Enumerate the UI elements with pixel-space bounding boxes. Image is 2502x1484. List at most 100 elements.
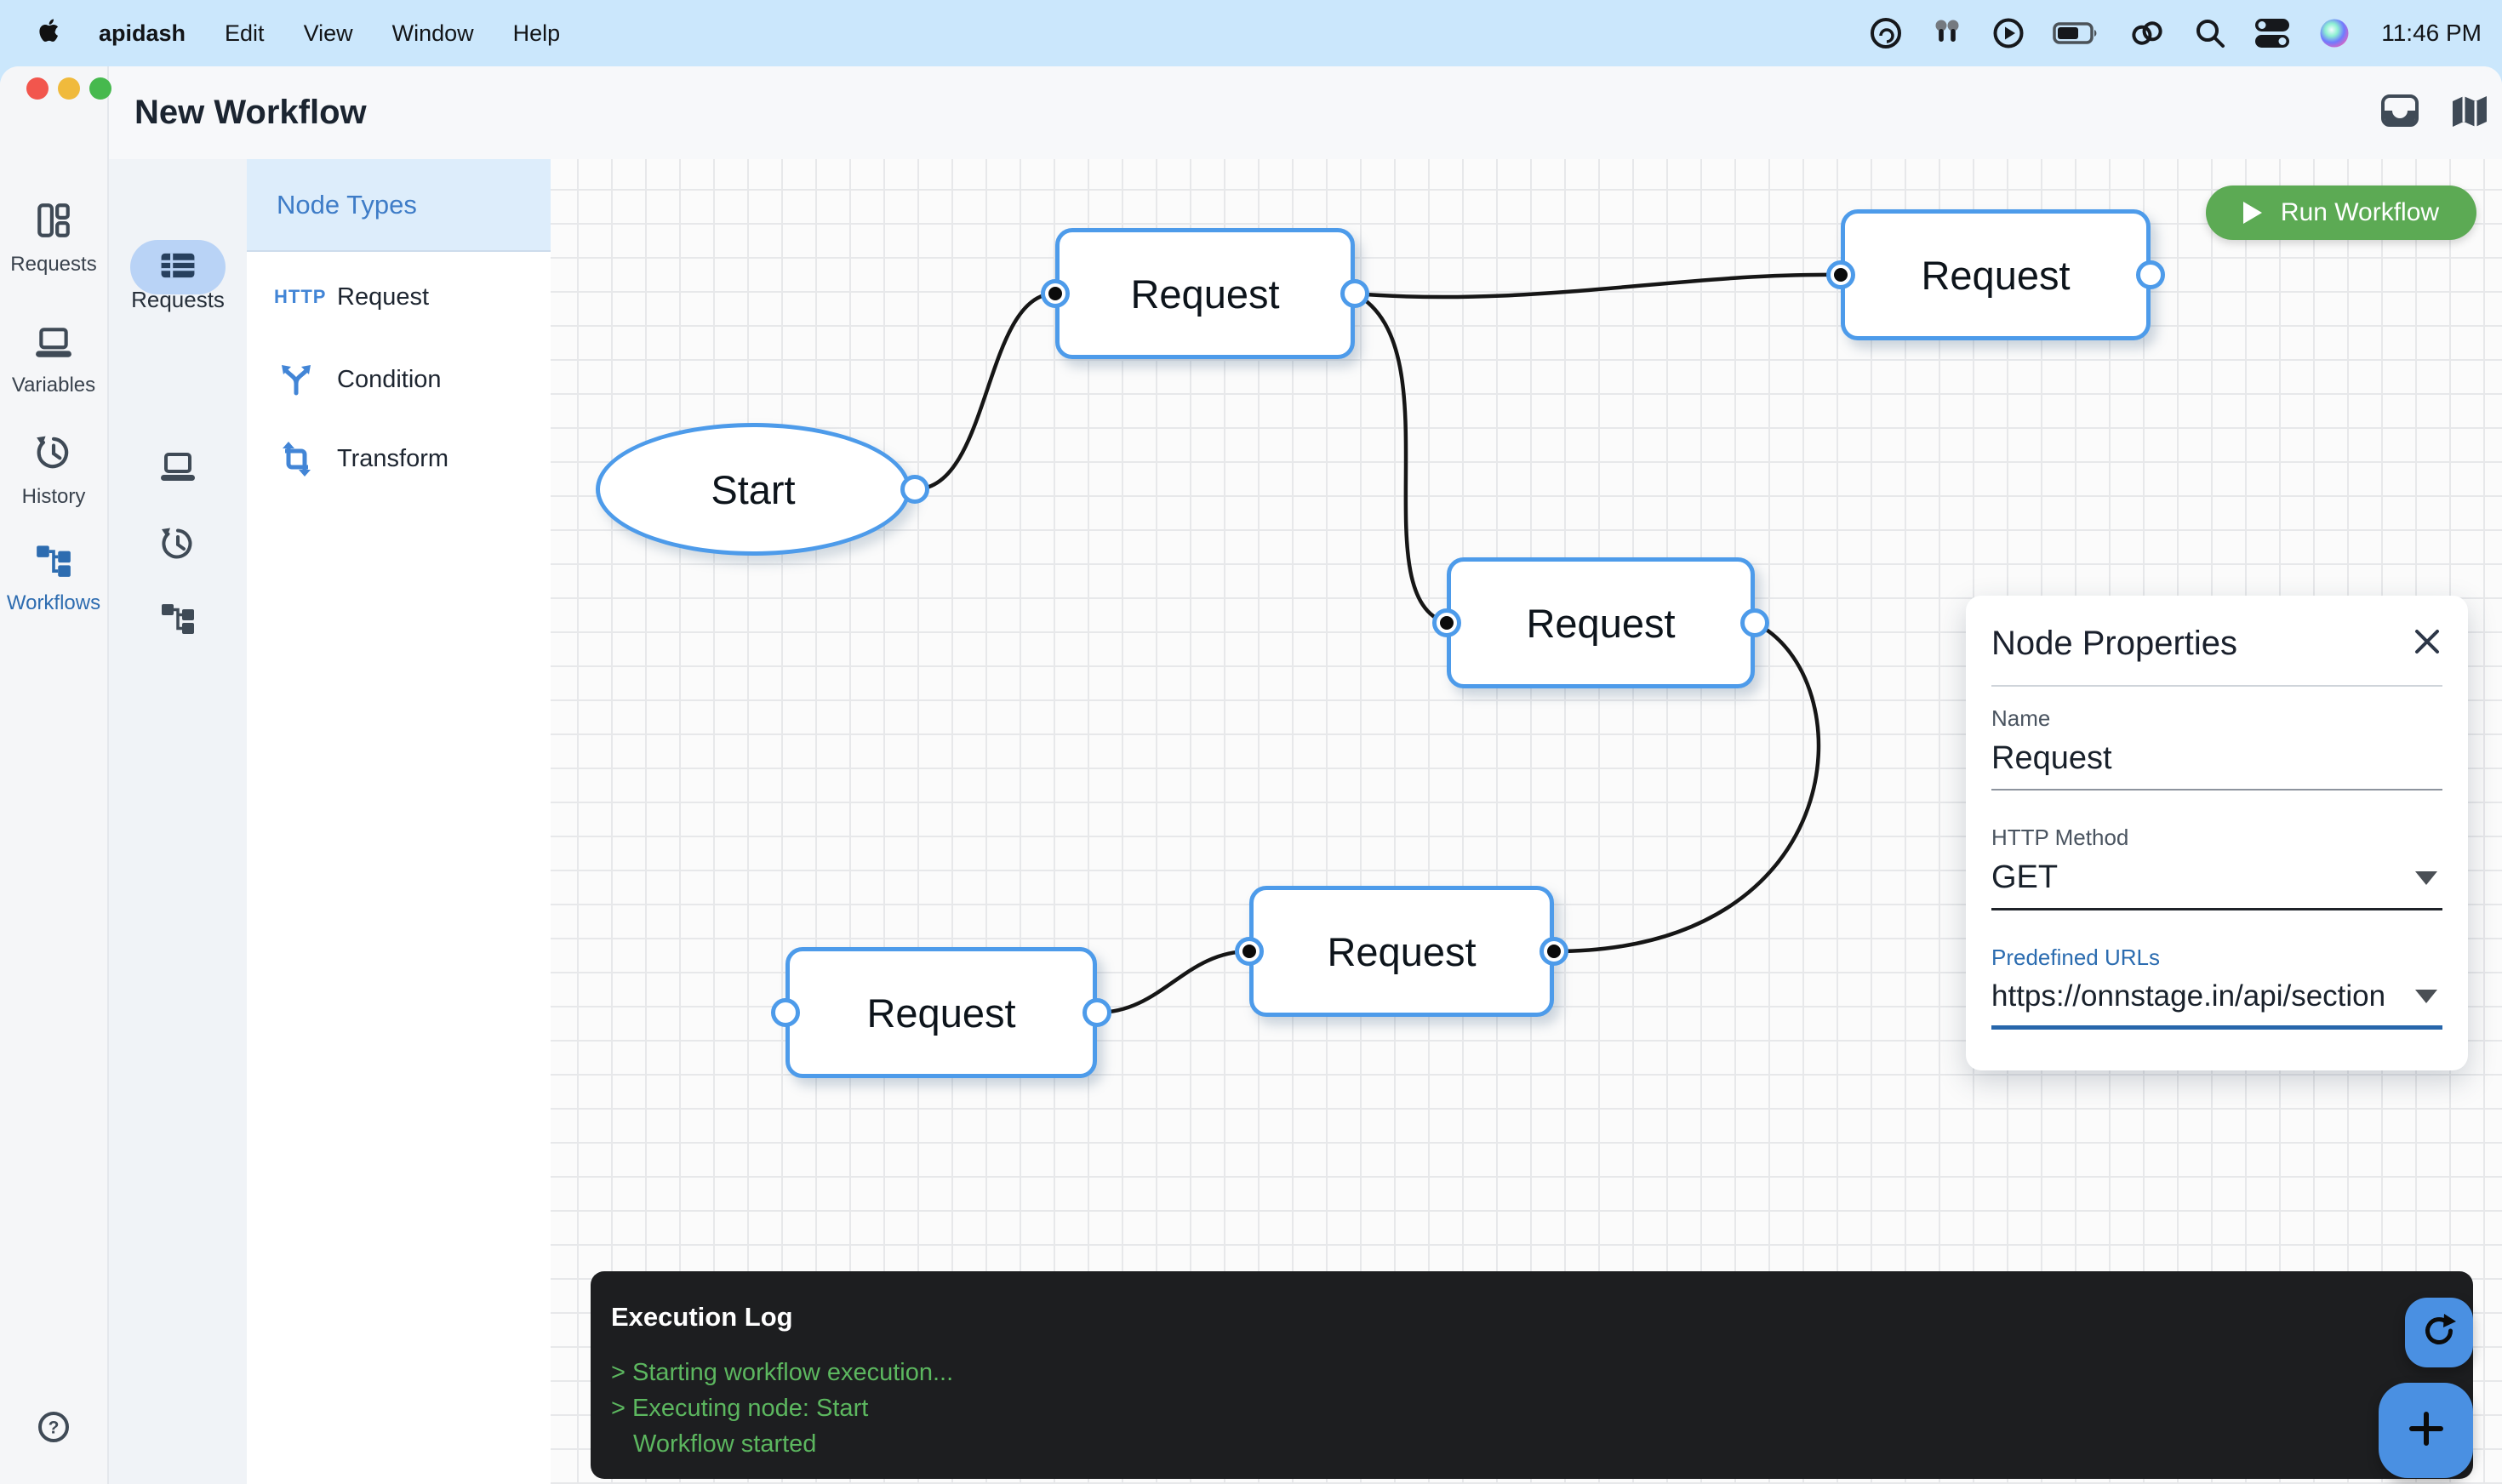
node-label: Start — [711, 466, 796, 512]
port-request4-in[interactable] — [1235, 937, 1264, 966]
port-request4-out[interactable] — [1539, 937, 1568, 966]
field-underline — [1991, 789, 2442, 791]
menu-bar: apidash Edit View Window Help — [0, 0, 2502, 66]
layout-icon — [34, 201, 73, 244]
svg-text:?: ? — [49, 1418, 60, 1438]
map-icon[interactable] — [2451, 94, 2488, 133]
zoom-window-button[interactable] — [89, 77, 111, 100]
node-request-5[interactable]: Request — [785, 947, 1097, 1078]
name-field[interactable]: Request — [1991, 740, 2112, 776]
menu-help[interactable]: Help — [512, 20, 561, 46]
http-badge-icon: HTTP — [274, 286, 327, 307]
menu-bar-clock[interactable]: 11:46 PM — [2381, 20, 2482, 46]
port-request3-out[interactable] — [1740, 608, 1769, 637]
edge-request1-request3 — [1352, 291, 1449, 625]
node-label: Request — [866, 990, 1016, 1036]
edge-request1-request2 — [1352, 272, 1843, 300]
close-window-button[interactable] — [26, 77, 49, 100]
port-request3-in[interactable] — [1432, 608, 1461, 637]
menu-window[interactable]: Window — [391, 20, 474, 46]
port-start-out[interactable] — [900, 475, 929, 504]
node-type-request[interactable]: HTTP Request — [247, 270, 551, 324]
field-underline — [1991, 908, 2442, 910]
close-icon[interactable] — [2412, 626, 2442, 661]
traffic-lights — [26, 77, 111, 100]
siri-icon[interactable] — [2318, 17, 2351, 49]
node-request-2[interactable]: Request — [1841, 209, 2151, 340]
primary-sidebar: Requests Variables History Workflows — [0, 66, 111, 1484]
field-predefined-urls: Predefined URLs https://onnstage.in/api/… — [1991, 945, 2442, 1030]
app-window: New Workflow Requests — [0, 66, 2502, 1484]
log-line: > Executing node: Start — [611, 1395, 869, 1422]
branch-icon — [274, 362, 318, 397]
node-types-header: Node Types — [247, 159, 551, 252]
rail-item-requests[interactable] — [130, 240, 226, 294]
field-label: HTTP Method — [1991, 825, 2129, 850]
tray-icon[interactable] — [2381, 94, 2419, 133]
link-icon[interactable] — [2128, 18, 2167, 49]
laptop-icon — [34, 325, 73, 365]
sidebar-label: Workflows — [6, 591, 101, 614]
menu-app-name[interactable]: apidash — [99, 20, 186, 46]
node-label: Request — [1130, 271, 1280, 317]
sidebar-label: Variables — [11, 374, 96, 397]
node-start[interactable]: Start — [596, 423, 911, 556]
minimize-window-button[interactable] — [58, 77, 80, 100]
chevron-down-icon[interactable] — [2415, 870, 2437, 885]
field-name: Name Request — [1991, 705, 2442, 791]
transform-icon — [274, 441, 318, 477]
sidebar-item-workflows[interactable]: Workflows — [0, 539, 107, 615]
apple-menu-icon[interactable] — [37, 18, 60, 49]
run-workflow-button[interactable]: Run Workflow — [2206, 186, 2476, 240]
http-method-select[interactable]: GET — [1991, 859, 2059, 895]
properties-title: Node Properties — [1991, 625, 2238, 662]
edge-start-request1 — [912, 291, 1058, 492]
sidebar-item-variables[interactable]: Variables — [0, 325, 107, 397]
rail-item-history[interactable] — [109, 525, 247, 562]
add-node-button[interactable] — [2379, 1383, 2473, 1478]
field-http-method: HTTP Method GET — [1991, 825, 2442, 910]
node-type-condition[interactable]: Condition — [247, 352, 551, 407]
node-request-1[interactable]: Request — [1055, 228, 1355, 359]
sidebar-item-requests[interactable]: Requests — [0, 201, 107, 277]
node-request-3[interactable]: Request — [1447, 557, 1755, 688]
rail-label: Requests — [131, 287, 225, 312]
rail-item-variables[interactable] — [109, 450, 247, 484]
sidebar-label: History — [21, 485, 86, 508]
node-type-transform[interactable]: Transform — [247, 431, 551, 486]
creative-cloud-icon[interactable] — [1869, 16, 1903, 50]
node-type-label: Transform — [337, 444, 449, 472]
chevron-down-icon[interactable] — [2415, 990, 2437, 1003]
port-request1-in[interactable] — [1041, 279, 1070, 308]
menu-edit[interactable]: Edit — [225, 20, 265, 46]
node-request-4[interactable]: Request — [1249, 886, 1554, 1017]
control-center-icon[interactable] — [2254, 17, 2291, 49]
page-title: New Workflow — [134, 94, 367, 131]
play-icon — [2242, 202, 2262, 224]
sidebar-item-history[interactable]: History — [0, 433, 107, 509]
help-button[interactable]: ? — [0, 1408, 107, 1450]
list-table-icon — [160, 252, 196, 283]
log-line: > Starting workflow execution... — [611, 1359, 954, 1386]
node-type-label: Condition — [337, 365, 442, 393]
airpods-icon[interactable] — [1930, 16, 1964, 50]
node-properties-panel: Node Properties Name Request HTTP Method… — [1966, 596, 2468, 1070]
port-request2-in[interactable] — [1826, 260, 1855, 289]
refresh-icon — [2419, 1311, 2459, 1355]
log-line: Workflow started — [633, 1430, 817, 1458]
play-circle-icon[interactable] — [1991, 16, 2025, 50]
menu-view[interactable]: View — [303, 20, 353, 46]
refresh-button[interactable] — [2405, 1298, 2473, 1367]
rail-item-workflows[interactable] — [109, 598, 247, 636]
search-icon[interactable] — [2194, 17, 2226, 49]
port-request1-out[interactable] — [1340, 279, 1369, 308]
history-icon — [34, 433, 73, 477]
battery-icon[interactable] — [2053, 21, 2100, 45]
secondary-rail: Requests — [109, 159, 247, 1484]
port-request5-out[interactable] — [1082, 998, 1111, 1027]
predefined-url-select[interactable]: https://onnstage.in/api/section — [1991, 979, 2386, 1013]
port-request2-out[interactable] — [2136, 260, 2165, 289]
port-request5-in[interactable] — [771, 998, 800, 1027]
node-label: Request — [1526, 600, 1676, 646]
